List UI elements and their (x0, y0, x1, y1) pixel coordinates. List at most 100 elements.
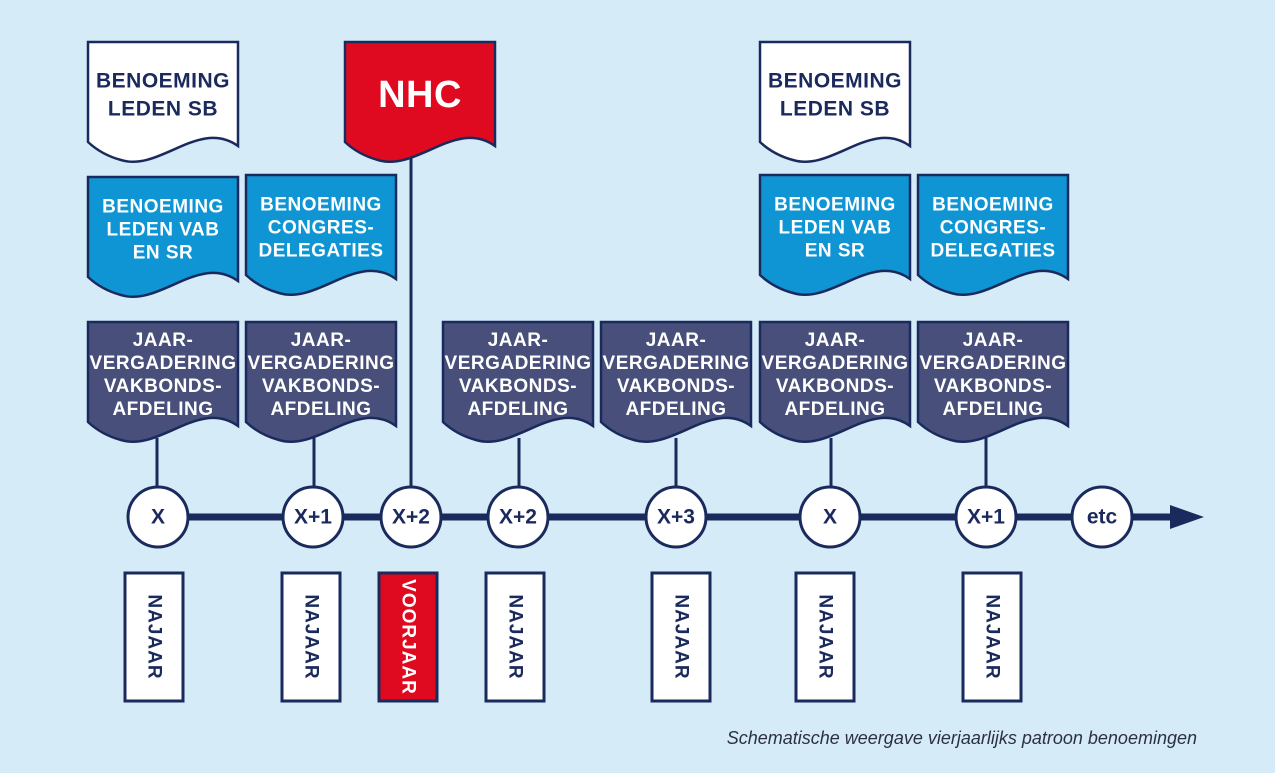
timeline-node-label: X+3 (657, 506, 695, 529)
season-box-rect (961, 571, 1023, 703)
document-nhc: NHC (343, 40, 497, 163)
document-label-line: AFDELING (942, 399, 1043, 420)
timeline-node-circle (379, 485, 443, 549)
document-label-line: VERGADERING (762, 353, 909, 374)
document-label-line: LEDEN SB (108, 98, 218, 121)
document-label-line: JAAR- (963, 330, 1024, 351)
document-label-line: VAKBONDS- (617, 376, 735, 397)
document-label-line: BENOEMING (932, 195, 1054, 216)
timeline-node-n6: X (798, 485, 862, 549)
document-label-line: AFDELING (784, 399, 885, 420)
document-label-line: CONGRES- (940, 218, 1046, 239)
document-shape (244, 320, 398, 443)
document-shape (916, 173, 1070, 296)
document-label-line: AFDELING (625, 399, 726, 420)
document-label-line: BENOEMING (768, 70, 902, 93)
document-label-line: BENOEMING (96, 70, 230, 93)
document-label-line: VAKBONDS- (934, 376, 1052, 397)
season-label: NAJAAR (815, 594, 836, 679)
document-label-line: AFDELING (270, 399, 371, 420)
timeline-node-n8: etc (1070, 485, 1134, 549)
document-shape (86, 320, 240, 443)
season-label: VOORJAAR (398, 579, 419, 695)
timeline-node-n2: X+1 (281, 485, 345, 549)
document-label-line: DELEGATIES (931, 241, 1056, 262)
document-shape (599, 320, 753, 443)
timeline-node-circle (798, 485, 862, 549)
document-label-line: JAAR- (488, 330, 549, 351)
timeline-node-circle (126, 485, 190, 549)
timeline-node-n1: X (126, 485, 190, 549)
document-shape (758, 40, 912, 163)
figure-caption: Schematische weergave vierjaarlijks patr… (726, 728, 1197, 748)
document-label-line: VERGADERING (920, 353, 1067, 374)
timeline-node-circle (954, 485, 1018, 549)
document-shape (86, 175, 240, 298)
document-label-line: VERGADERING (248, 353, 395, 374)
document-shape (758, 173, 912, 296)
document-label-line: DELEGATIES (259, 241, 384, 262)
document-shape (441, 320, 595, 443)
season-box-rect (280, 571, 342, 703)
timeline-node-label: X (151, 506, 165, 529)
timeline-node-label: etc (1087, 506, 1118, 529)
season-box-s4: NAJAAR (484, 571, 546, 703)
document-shape (86, 40, 240, 163)
season-box-s2: NAJAAR (280, 571, 342, 703)
document-shape (343, 40, 497, 163)
document-shape (916, 320, 1070, 443)
document-label-line: VAKBONDS- (776, 376, 894, 397)
season-box-rect (484, 571, 546, 703)
season-label: NAJAAR (144, 594, 165, 679)
season-box-rect (794, 571, 856, 703)
season-box-s3: VOORJAAR (377, 571, 439, 703)
document-label-line: LEDEN VAB (107, 220, 220, 241)
timeline-node-circle (281, 485, 345, 549)
timeline-node-n7: X+1 (954, 485, 1018, 549)
document-label-line: JAAR- (646, 330, 707, 351)
timeline-node-circle (1070, 485, 1134, 549)
document-label-line: EN SR (133, 243, 194, 264)
season-label: NAJAAR (301, 594, 322, 679)
document-label-line: JAAR- (291, 330, 352, 351)
season-label: NAJAAR (982, 594, 1003, 679)
document-shape (758, 320, 912, 443)
season-box-rect (650, 571, 712, 703)
document-label-line: LEDEN VAB (779, 218, 892, 239)
document-label-line: VERGADERING (445, 353, 592, 374)
timeline-node-label: X+2 (392, 506, 430, 529)
document-label-line: AFDELING (112, 399, 213, 420)
timeline-arrow-icon (1170, 505, 1204, 529)
timeline-node-circle (486, 485, 550, 549)
timeline-node-n4: X+2 (486, 485, 550, 549)
timeline-node-label: X+2 (499, 506, 537, 529)
document-label-line: NHC (378, 74, 462, 116)
document-label-line: AFDELING (467, 399, 568, 420)
season-box-rect (123, 571, 185, 703)
document-label-line: LEDEN SB (780, 98, 890, 121)
season-box-s1: NAJAAR (123, 571, 185, 703)
document-shape (244, 173, 398, 296)
document-label-line: VAKBONDS- (262, 376, 380, 397)
timeline-node-circle (644, 485, 708, 549)
document-sb-2: BENOEMING LEDEN SB (758, 40, 912, 163)
season-box-s5: NAJAAR (650, 571, 712, 703)
document-label-line: EN SR (805, 241, 866, 262)
document-sb-1: BENOEMING LEDEN SB (86, 40, 240, 163)
timeline-node-label: X+1 (294, 506, 332, 529)
season-label: NAJAAR (505, 594, 526, 679)
season-box-rect (377, 571, 439, 703)
document-label-line: BENOEMING (260, 195, 382, 216)
document-label-line: VERGADERING (603, 353, 750, 374)
